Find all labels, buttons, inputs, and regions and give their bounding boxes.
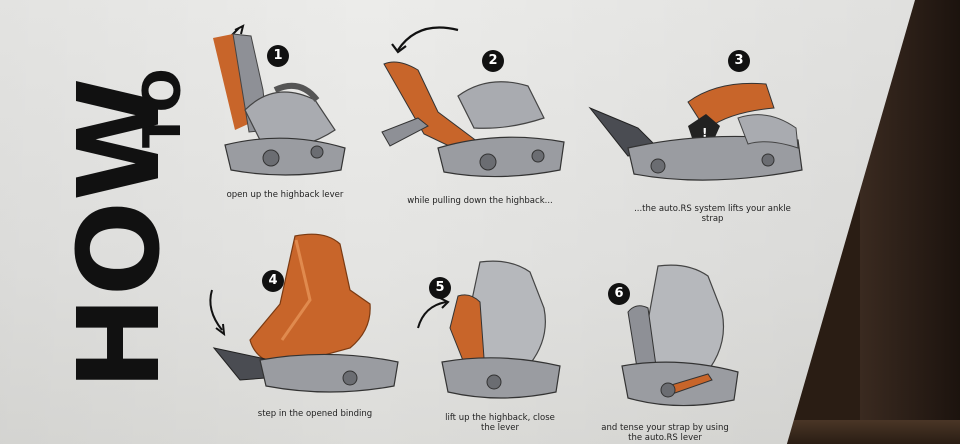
step-6-illustration xyxy=(621,264,739,407)
step-4-badge: 4 xyxy=(262,270,284,292)
step-5-caption: lift up the highback, close the lever xyxy=(445,413,555,433)
step-3-illustration: ! xyxy=(588,82,803,181)
step-1-illustration xyxy=(213,24,346,176)
step-4-illustration xyxy=(209,233,399,393)
step-1-caption: open up the highback lever xyxy=(226,190,344,200)
step-5-badge: 5 xyxy=(429,277,451,299)
step-4-caption: step in the opened binding xyxy=(257,409,373,419)
step-2-caption: while pulling down the highback... xyxy=(407,196,553,206)
step-2-badge: 2 xyxy=(482,50,504,72)
step-3-badge: 3 xyxy=(728,50,750,72)
title-word-how: HOW xyxy=(55,78,185,390)
step-3-caption: ...the auto.RS system lifts your ankle s… xyxy=(634,204,791,224)
step-6-caption: and tense your strap by using the auto.R… xyxy=(601,423,729,443)
svg-text:!: ! xyxy=(702,126,707,140)
step-5-illustration xyxy=(417,260,561,399)
how-to-title: TO HOW xyxy=(55,68,193,390)
step-2-illustration xyxy=(381,26,565,178)
title-word-to: TO xyxy=(133,68,193,148)
step-6-badge: 6 xyxy=(608,283,630,305)
step-1-badge: 1 xyxy=(267,45,289,67)
